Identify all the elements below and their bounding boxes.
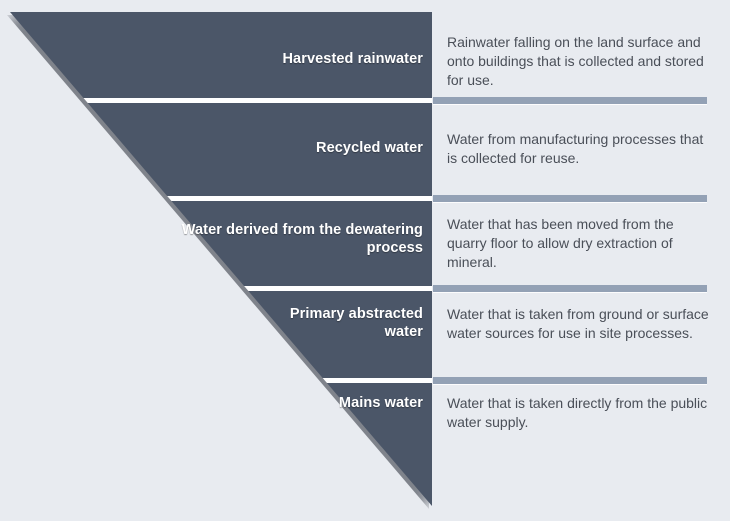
row-description: Rainwater falling on the land surface an…: [447, 34, 704, 88]
row-label: Recycled water: [316, 140, 423, 156]
row-label: Harvested rainwater: [282, 51, 423, 67]
row-description: Water that is taken directly from the pu…: [447, 395, 708, 430]
row-label: Primary abstracted water: [289, 306, 423, 340]
funnel-slit-2: [10, 196, 432, 201]
row-description: Water that is taken from ground or surfa…: [447, 306, 709, 341]
row-divider: [433, 195, 707, 202]
row-label: Mains water: [338, 395, 423, 411]
row-label: Water derived from the dewatering proces…: [181, 222, 423, 256]
row-description: Water from manufacturing processes that …: [447, 131, 704, 166]
funnel-slit-1: [10, 98, 432, 103]
row-description: Water that has been moved from the quarr…: [447, 216, 674, 270]
row-divider: [433, 285, 707, 292]
row-divider: [433, 377, 707, 384]
row-divider: [433, 97, 707, 104]
